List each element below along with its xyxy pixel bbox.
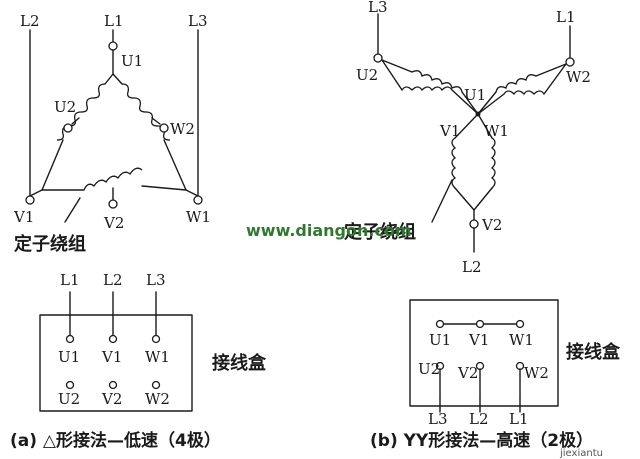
delta-box-v2: V2 [101,390,122,408]
yy-diagram [373,13,575,253]
delta-box-w1: W1 [145,348,170,366]
yy-l2-label: L2 [462,258,482,276]
delta-l1-label: L1 [104,12,124,30]
yy-box-u1: U1 [429,331,451,349]
delta-u1-label: U1 [121,52,143,70]
yy-box-l1: L1 [509,410,529,428]
delta-diagram [25,29,203,223]
yy-v1-label: V1 [439,122,460,140]
yy-l3-label: L3 [368,0,388,16]
delta-stator-label: 定子绕组 [14,233,86,255]
yy-box-l2: L2 [469,410,489,428]
yy-box-v1: V1 [468,331,489,349]
delta-box-l1: L1 [60,271,80,289]
delta-w1-label: W1 [186,208,211,226]
yy-box-w1: W1 [509,331,534,349]
delta-box-u1: U1 [58,348,80,366]
yy-l1-label: L1 [556,8,576,26]
delta-terminal-box [39,291,193,412]
delta-v2-label: V2 [103,214,124,232]
delta-box-w2: W2 [145,390,170,408]
yy-caption-main: (b) YY形接法— [370,430,496,451]
yy-terminal-box [409,299,559,413]
delta-box-l2: L2 [103,271,123,289]
yy-caption: (b) YY形接法—高速（2极） [370,430,593,451]
delta-u2-label: U2 [54,98,76,116]
delta-box-title: 接线盒 [212,352,267,374]
delta-box-v1: V1 [101,348,122,366]
delta-l3-label: L3 [188,12,208,30]
yy-u1-label: U1 [464,86,486,104]
delta-v1-label: V1 [13,208,34,226]
delta-box-u2: U2 [58,390,80,408]
yy-box-w2: W2 [524,364,549,382]
yy-w2-label: W2 [566,68,591,86]
yy-box-title: 接线盒 [566,341,621,363]
delta-l2-label: L2 [20,12,40,30]
yy-w1-label: W1 [484,122,509,140]
delta-w2-label: W2 [170,120,195,138]
yy-caption-tail: 高速（2极） [496,430,593,451]
small-watermark: jiexiantu [559,448,603,459]
yy-stator-label: 定子绕组 [344,221,416,243]
delta-box-l3: L3 [146,271,166,289]
delta-caption: (a) △形接法—低速（4极） [10,430,221,451]
yy-box-v2: V2 [457,364,478,382]
site-watermark: www.diangon.com [246,221,412,240]
yy-v2-label: V2 [481,216,502,234]
yy-box-l3: L3 [428,410,448,428]
yy-u2-label: U2 [356,66,378,84]
yy-box-u2: U2 [418,360,440,378]
